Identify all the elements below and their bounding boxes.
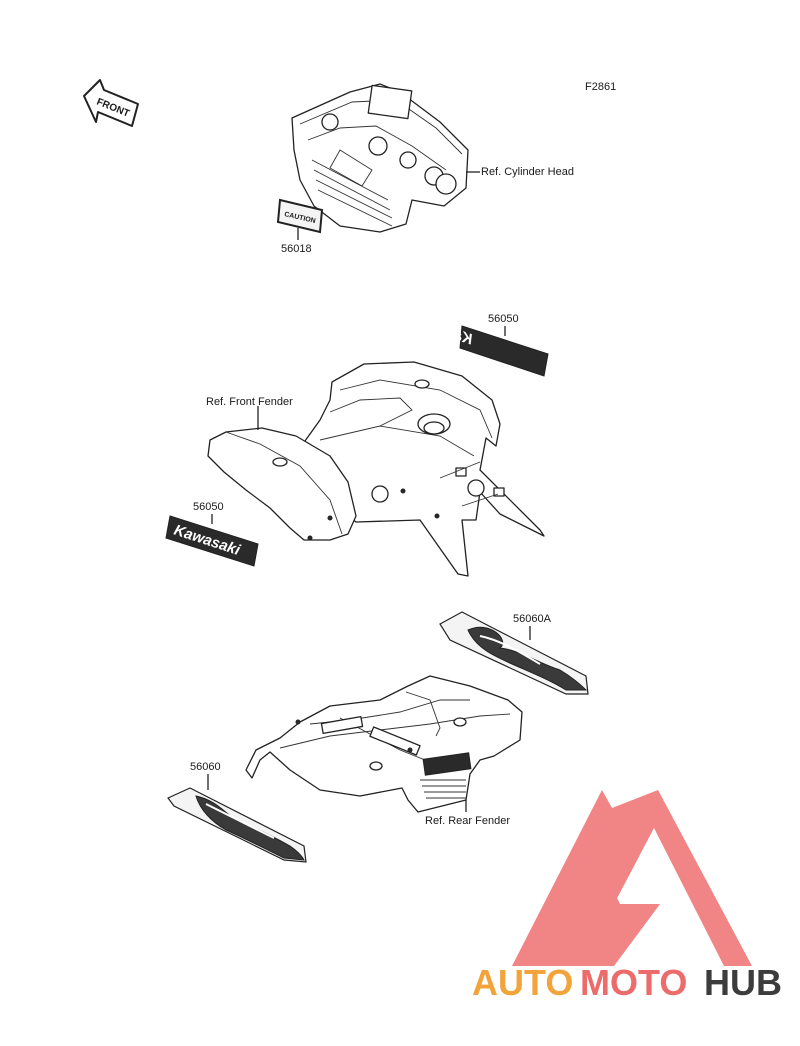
rear-fender-drawing (245, 675, 523, 813)
decal-56018: CAUTION (276, 198, 324, 234)
ref-cylinder-head-label: Ref. Cylinder Head (481, 166, 574, 178)
part-56060-label: 56060 (190, 761, 221, 773)
automotohub-logo: AUTO MOTO HUB (472, 790, 782, 1003)
logo-moto-text: MOTO (580, 962, 687, 1003)
part-56060a-label: 56060A (513, 613, 552, 625)
decal-56060 (167, 787, 307, 863)
ref-rear-fender-label: Ref. Rear Fender (425, 815, 510, 827)
decal-56050-tank-text: Kawasaki (404, 311, 475, 349)
figure-id: F2861 (585, 81, 616, 93)
part-56050-fender-label: 56050 (193, 501, 224, 513)
front-arrow-icon: FRONT (83, 79, 139, 127)
decal-56060a (439, 611, 589, 695)
logo-auto-text: AUTO (472, 962, 573, 1003)
decal-56050-fender-text: Kawasaki (172, 522, 243, 560)
part-56018-label: 56018 (281, 243, 312, 255)
ref-front-fender-label: Ref. Front Fender (206, 396, 293, 408)
cylinder-head-drawing (291, 83, 480, 233)
part-56050-tank-label: 56050 (488, 313, 519, 325)
front-fender-drawing (207, 361, 545, 577)
logo-hub-text: HUB (704, 962, 782, 1003)
